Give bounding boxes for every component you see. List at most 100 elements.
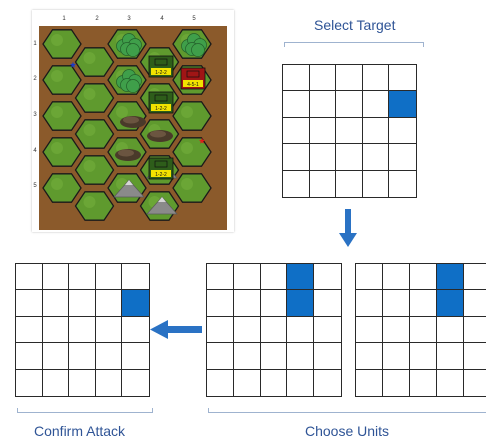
grid-cell[interactable] [95,290,123,317]
grid-cell[interactable] [96,369,123,396]
grid-cell[interactable] [233,316,261,344]
grid-cell[interactable] [362,65,390,92]
grid-cell[interactable] [314,317,341,344]
grid-cell[interactable] [207,343,234,370]
grid-cell-selected[interactable] [437,290,464,317]
grid-cell[interactable] [207,290,234,317]
grid-cell[interactable] [122,264,149,291]
grid-cell[interactable] [287,343,315,370]
grid-cell[interactable] [362,117,390,145]
grid-cell[interactable] [310,170,337,197]
grid-cell[interactable] [283,144,310,171]
grid-cell[interactable] [43,369,70,396]
grid-cell-selected[interactable] [287,290,315,317]
grid-cell[interactable] [207,264,234,291]
grid-cell[interactable] [283,91,310,118]
grid-cell[interactable] [437,316,464,344]
grid-cell[interactable] [260,316,288,344]
grid-cell[interactable] [356,264,383,291]
grid-cell[interactable] [389,171,416,197]
grid-cell[interactable] [410,369,437,396]
choose-units-grid-1[interactable] [206,263,342,397]
select-target-grid[interactable] [282,64,417,198]
grid-cell[interactable] [410,316,437,344]
grid-cell[interactable] [233,264,261,291]
grid-cell[interactable] [362,144,390,171]
grid-cell[interactable] [42,264,70,291]
grid-cell[interactable] [464,343,486,370]
grid-cell[interactable] [287,316,315,344]
grid-cell[interactable] [69,290,96,317]
grid-cell[interactable] [42,290,70,317]
grid-cell-selected[interactable] [437,264,464,291]
grid-cell[interactable] [356,316,383,344]
grid-cell[interactable] [464,317,486,344]
confirm-attack-grid[interactable] [15,263,150,397]
grid-cell[interactable] [410,290,437,317]
grid-cell[interactable] [309,65,337,92]
grid-cell[interactable] [362,91,390,118]
grid-cell[interactable] [314,290,341,317]
grid-cell-selected[interactable] [122,290,149,317]
grid-cell[interactable] [260,290,288,317]
grid-cell[interactable] [95,343,123,370]
grid-cell[interactable] [389,118,416,145]
grid-cell[interactable] [410,264,437,291]
grid-cell[interactable] [383,264,410,291]
grid-cell[interactable] [16,369,43,396]
grid-cell[interactable] [336,170,363,197]
grid-cell[interactable] [42,343,70,370]
grid-cell[interactable] [261,369,288,396]
grid-cell[interactable] [122,343,149,370]
grid-cell[interactable] [233,290,261,317]
grid-cell[interactable] [336,65,363,92]
grid-cell[interactable] [16,290,43,317]
grid-cell[interactable] [464,370,486,396]
grid-cell[interactable] [287,369,315,396]
grid-cell[interactable] [309,144,337,171]
grid-cell[interactable] [309,91,337,118]
grid-cell[interactable] [122,370,149,396]
grid-cell[interactable] [383,343,410,370]
grid-cell[interactable] [122,317,149,344]
grid-cell[interactable] [336,117,363,145]
grid-cell[interactable] [283,170,310,197]
grid-cell[interactable] [309,117,337,145]
grid-cell[interactable] [207,369,234,396]
grid-cell[interactable] [69,316,96,344]
grid-cell[interactable] [69,369,96,396]
grid-cell[interactable] [69,343,96,370]
grid-cell[interactable] [383,316,410,344]
grid-cell[interactable] [16,316,43,344]
grid-cell[interactable] [207,316,234,344]
grid-cell-selected[interactable] [389,91,416,118]
grid-cell[interactable] [42,316,70,344]
grid-cell[interactable] [437,343,464,370]
grid-cell[interactable] [356,369,383,396]
grid-cell[interactable] [383,369,410,396]
grid-cell[interactable] [336,91,363,118]
grid-cell[interactable] [437,369,464,396]
grid-cell[interactable] [383,290,410,317]
grid-cell-selected[interactable] [287,264,315,291]
grid-cell[interactable] [95,316,123,344]
grid-cell[interactable] [464,290,486,317]
grid-cell[interactable] [410,343,437,370]
grid-cell[interactable] [16,343,43,370]
grid-cell[interactable] [95,264,123,291]
grid-cell[interactable] [260,264,288,291]
grid-cell[interactable] [356,290,383,317]
grid-cell[interactable] [233,343,261,370]
grid-cell[interactable] [336,144,363,171]
grid-cell[interactable] [464,264,486,291]
grid-cell[interactable] [260,343,288,370]
grid-cell[interactable] [314,370,341,396]
grid-cell[interactable] [389,144,416,171]
grid-cell[interactable] [314,343,341,370]
choose-units-grid-2[interactable] [355,263,486,397]
grid-cell[interactable] [234,369,261,396]
grid-cell[interactable] [389,65,416,92]
grid-cell[interactable] [69,264,96,291]
